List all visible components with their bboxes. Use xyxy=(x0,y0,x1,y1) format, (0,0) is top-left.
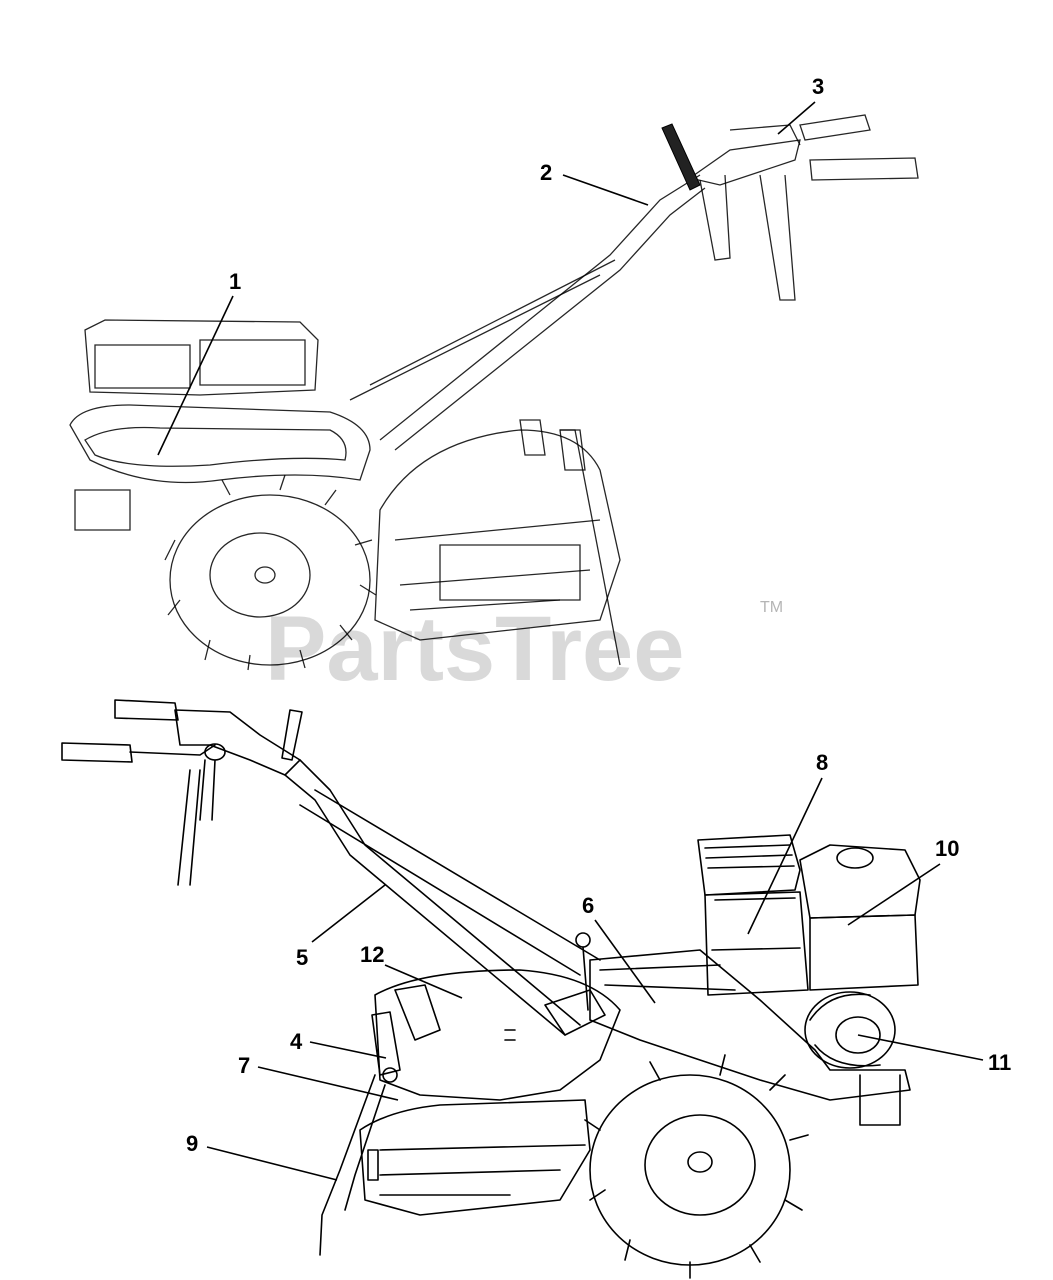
callout-12-number: 12 xyxy=(360,942,384,967)
callout-3-number: 3 xyxy=(812,74,824,99)
callout-1-number: 1 xyxy=(229,269,241,294)
callout-4-number: 4 xyxy=(290,1029,303,1054)
callout-8-leader xyxy=(747,777,823,935)
bottom-tiller-drawing xyxy=(61,699,921,1279)
callout-9-number: 9 xyxy=(186,1131,198,1156)
callout-11-number: 11 xyxy=(988,1050,1011,1075)
callout-4-leader xyxy=(309,1041,387,1059)
callout-12-leader xyxy=(384,964,463,999)
callout-5-leader xyxy=(311,884,386,943)
callout-10[interactable]: 10 xyxy=(847,836,959,926)
callout-1[interactable]: 1 xyxy=(157,269,241,456)
callout-7[interactable]: 7 xyxy=(238,1053,399,1101)
callout-3[interactable]: 3 xyxy=(777,74,824,135)
callout-5[interactable]: 5 xyxy=(296,884,386,970)
callout-11[interactable]: 11 xyxy=(857,1034,1011,1075)
callout-3-leader xyxy=(777,101,816,135)
callout-4[interactable]: 4 xyxy=(290,1029,387,1059)
top-tiller-drawing xyxy=(69,114,919,671)
callout-1-leader xyxy=(157,295,234,456)
watermark-text: PartsTree xyxy=(265,598,684,700)
callout-2-number: 2 xyxy=(540,160,552,185)
callout-6[interactable]: 6 xyxy=(582,893,656,1004)
callout-8[interactable]: 8 xyxy=(747,750,828,935)
callout-5-number: 5 xyxy=(296,945,308,970)
callout-6-number: 6 xyxy=(582,893,594,918)
callout-9[interactable]: 9 xyxy=(186,1131,338,1181)
callout-7-number: 7 xyxy=(238,1053,250,1078)
callout-2-leader xyxy=(562,174,649,206)
callout-10-leader xyxy=(847,863,941,926)
callout-9-leader xyxy=(206,1146,338,1181)
callout-12[interactable]: 12 xyxy=(360,942,463,999)
callout-11-leader xyxy=(857,1034,984,1061)
callout-8-number: 8 xyxy=(816,750,828,775)
callout-2[interactable]: 2 xyxy=(540,160,649,206)
callout-7-leader xyxy=(257,1066,399,1101)
watermark-trademark: TM xyxy=(760,599,783,616)
callout-6-leader xyxy=(594,919,656,1004)
callout-10-number: 10 xyxy=(935,836,959,861)
